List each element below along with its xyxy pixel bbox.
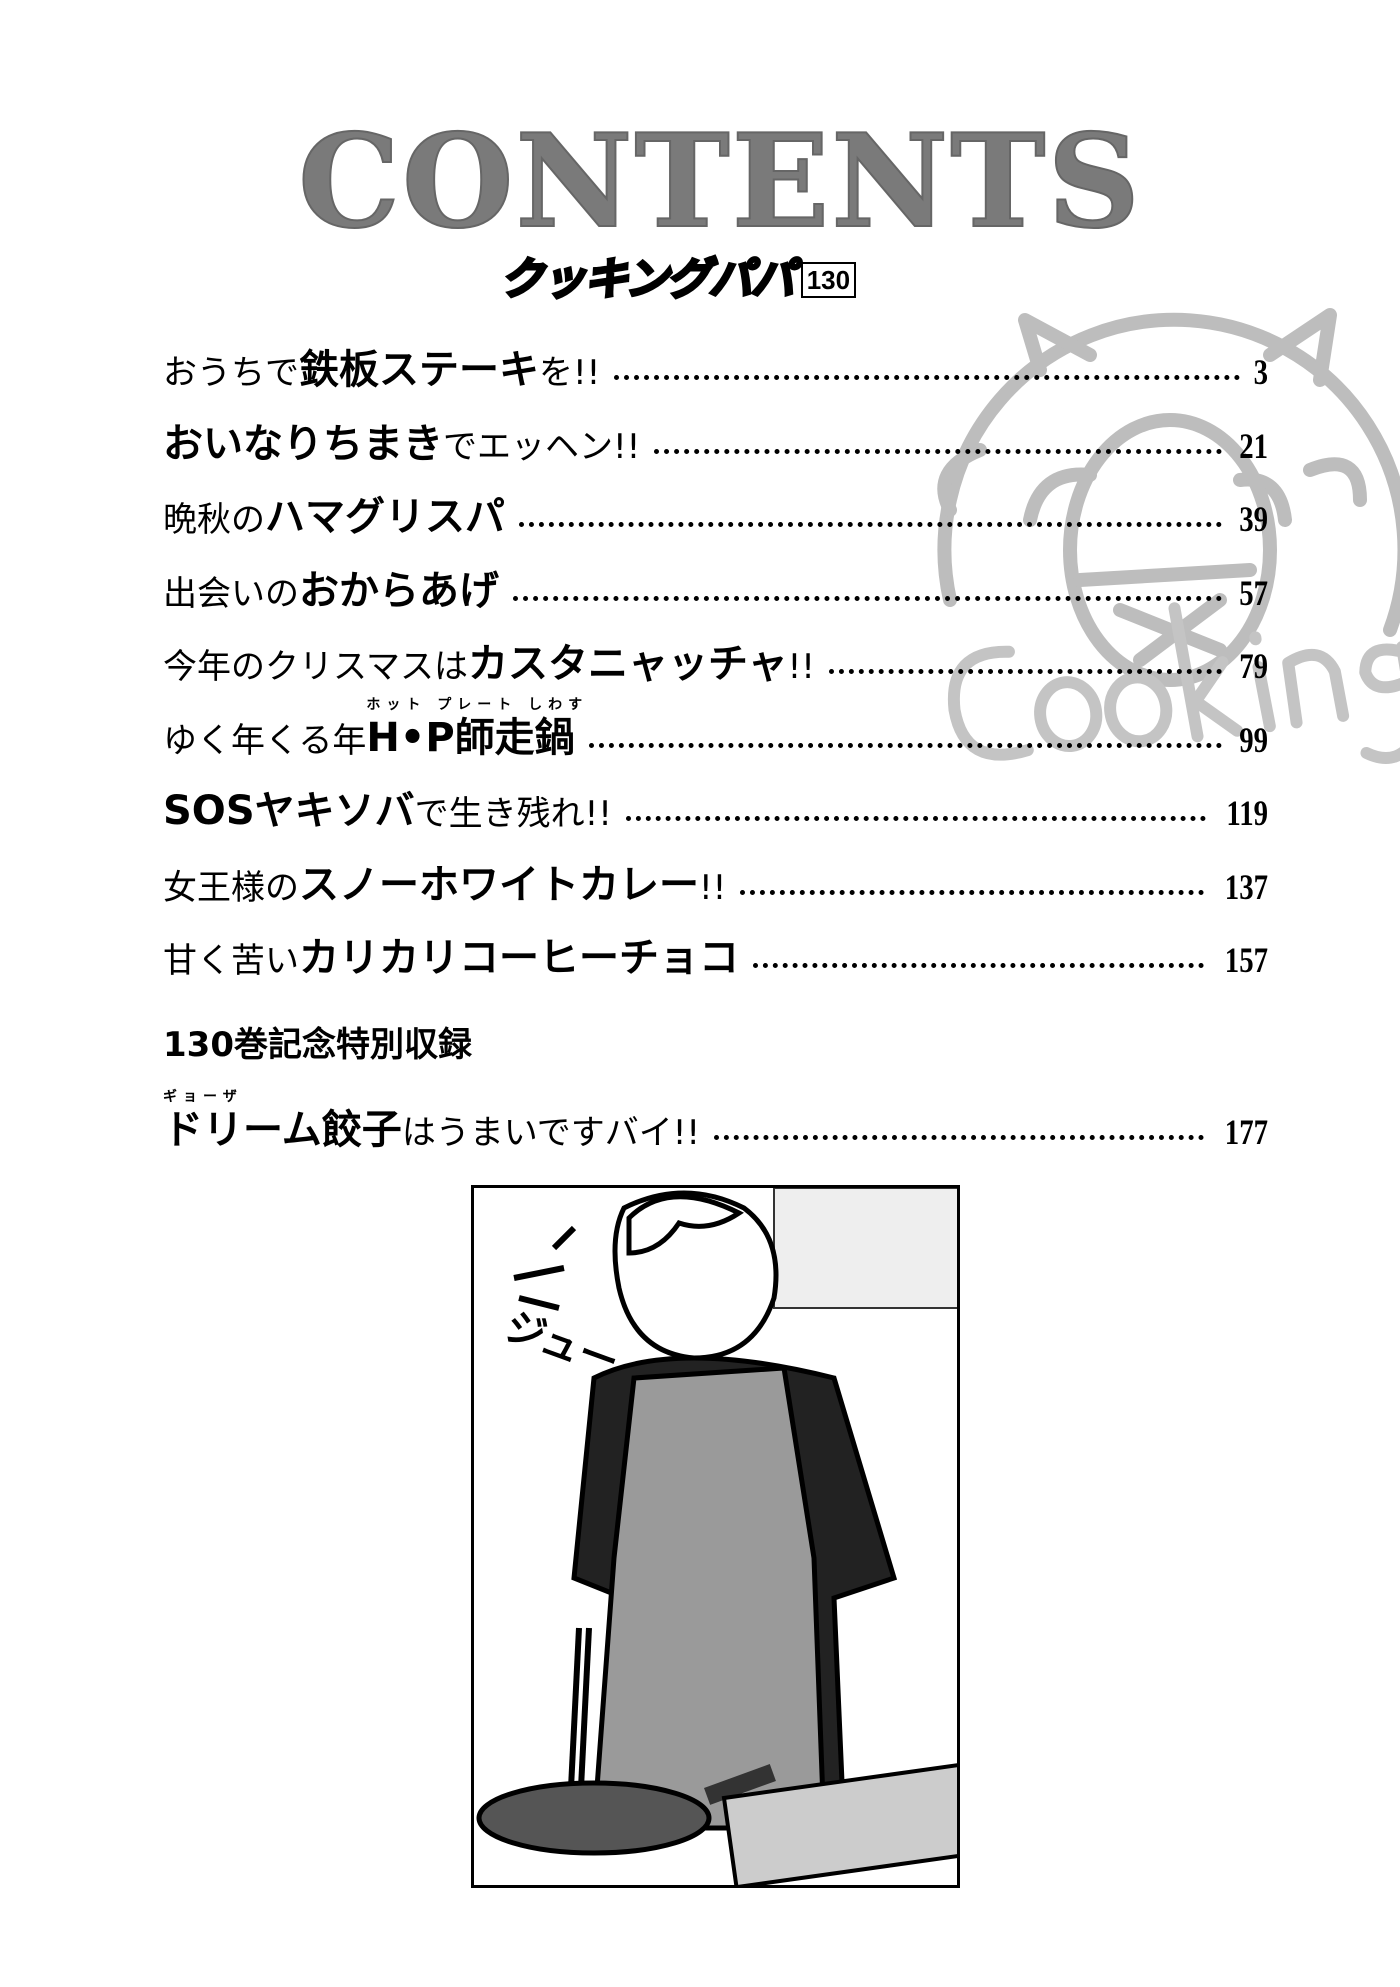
title-bold-segment: SOSヤキソバ — [163, 791, 415, 831]
toc-entry[interactable]: SOSヤキソバで生き残れ!! 119 — [163, 771, 1268, 831]
segment-text: おうちで — [163, 353, 299, 393]
segment-text: おいなりちまき — [163, 420, 443, 467]
furigana: ギョーザ — [163, 1089, 243, 1105]
entry-title: 晩秋のハマグリスパ — [163, 497, 505, 537]
title-segment: おうちで — [163, 356, 299, 390]
entry-title: SOSヤキソバで生き残れ!! — [163, 791, 612, 831]
entry-title: 女王様のスノーホワイトカレー!! — [163, 865, 726, 905]
title-bold-segment: ハマグリスパ — [265, 497, 505, 537]
title-segment: !! — [699, 871, 726, 905]
page-number: 99 — [1239, 719, 1268, 760]
dot-leader — [513, 595, 1222, 601]
dot-leader — [753, 963, 1204, 968]
toc-entry[interactable]: ドリーム餃子 ギョーザはうまいですバイ!! 177 — [163, 1090, 1268, 1150]
series-name: クッキングパパ — [499, 254, 797, 305]
title-segment: ゆく年くる年 — [163, 724, 366, 758]
page-number: 39 — [1239, 499, 1268, 539]
toc-entry[interactable]: ゆく年くる年 H•P師走鍋ホット プレート しわす 99 — [163, 698, 1268, 758]
page-number: 177 — [1224, 1112, 1268, 1152]
chef-illustration: ジュー — [476, 1188, 957, 1885]
toc-entry[interactable]: 今年のクリスマスはカスタニャッチャ!! 79 — [163, 624, 1268, 684]
segment-text: で生き残れ!! — [414, 794, 612, 834]
segment-text: でエッヘン!! — [443, 426, 641, 467]
entry-title: ゆく年くる年 H•P師走鍋ホット プレート しわす — [163, 698, 582, 761]
title-segment: 晩秋の — [163, 503, 265, 537]
title-bold-segment: スノーホワイトカレー — [299, 865, 699, 905]
page-number: 157 — [1224, 940, 1268, 980]
dot-leader — [588, 742, 1222, 748]
title-bold-segment: H•P師走鍋ホット プレート しわす — [366, 698, 582, 761]
title-bold-segment: カスタニャッチャ — [468, 644, 788, 684]
toc-entry[interactable]: 晩秋のハマグリスパ 39 — [163, 477, 1268, 537]
title-segment: !! — [788, 650, 815, 684]
title-segment: で生き残れ!! — [415, 797, 612, 831]
toc-entry[interactable]: おいなりちまきでエッヘン!! 21 — [163, 404, 1268, 464]
title-bold-segment: 鉄板ステーキ — [299, 350, 539, 390]
special-section-heading: 130巻記念特別収録 — [163, 1025, 472, 1065]
title-bold-segment: おからあげ — [299, 571, 499, 611]
segment-text: 出会いの — [163, 573, 299, 614]
page-number: 57 — [1239, 572, 1268, 613]
segment-text: ゆく年くる年 — [163, 720, 367, 761]
dot-leader — [614, 375, 1240, 380]
sizzle-sfx: ジュー — [499, 1303, 625, 1386]
segment-text: カスタニャッチャ — [467, 641, 788, 687]
title-segment: 出会いの — [163, 577, 299, 611]
segment-text: SOSヤキソバ — [163, 788, 415, 834]
segment-text: !! — [787, 647, 815, 687]
title-segment: でエッヘン!! — [443, 430, 640, 464]
entry-title: ドリーム餃子 ギョーザはうまいですバイ!! — [163, 1090, 700, 1153]
dot-leader — [519, 522, 1222, 527]
toc-entry[interactable]: 甘く苦いカリカリコーヒーチョコ 157 — [163, 918, 1268, 978]
page-number: 21 — [1239, 425, 1268, 466]
dot-leader — [740, 889, 1204, 895]
title-bold-segment: カリカリコーヒーチョコ — [299, 938, 739, 978]
segment-text: 女王様の — [163, 867, 299, 908]
segment-text: !! — [699, 867, 727, 908]
segment-text: 晩秋の — [163, 500, 265, 540]
segment-text: はうまいですバイ!! — [401, 1113, 701, 1153]
toc-entry[interactable]: おうちで鉄板ステーキを!! 3 — [163, 330, 1268, 390]
page-number: 119 — [1226, 793, 1268, 833]
toc-entry[interactable]: 女王様のスノーホワイトカレー!! 137 — [163, 845, 1268, 905]
entry-title: 今年のクリスマスはカスタニャッチャ!! — [163, 644, 815, 684]
dot-leader — [828, 669, 1222, 674]
segment-text: カリカリコーヒーチョコ — [299, 935, 739, 981]
volume-badge: 130 — [800, 261, 857, 299]
title-segment: はうまいですバイ!! — [402, 1116, 700, 1150]
dot-leader — [714, 1135, 1204, 1140]
chef-illustration-panel: ジュー — [471, 1185, 960, 1888]
segment-text: スノーホワイトカレー — [299, 861, 699, 908]
entry-title: 甘く苦いカリカリコーヒーチョコ — [163, 938, 739, 978]
title-segment: 女王様の — [163, 871, 299, 905]
entry-title: おいなりちまきでエッヘン!! — [163, 424, 640, 464]
segment-text: H•P師走鍋 — [366, 714, 575, 761]
title-bold-segment: おいなりちまき — [163, 424, 443, 464]
page-number: 79 — [1239, 646, 1268, 686]
title-bold-segment: ドリーム餃子 ギョーザ — [163, 1090, 402, 1153]
entry-title: おうちで鉄板ステーキを!! — [163, 350, 600, 390]
dot-leader — [625, 816, 1206, 821]
series-subtitle: クッキングパパ 130 — [499, 252, 857, 308]
segment-text: 今年のクリスマスは — [163, 647, 468, 687]
segment-text: を!! — [539, 353, 601, 393]
title-segment: 今年のクリスマスは — [163, 650, 468, 684]
contents-title: CONTENTS — [297, 107, 1142, 257]
toc-entry[interactable]: 出会いのおからあげ 57 — [163, 551, 1268, 611]
segment-text: ドリーム餃子 — [163, 1107, 402, 1153]
page-number: 3 — [1253, 352, 1268, 392]
title-segment: 甘く苦い — [163, 944, 299, 978]
segment-text: 甘く苦い — [163, 941, 299, 981]
title-segment: を!! — [539, 356, 600, 390]
entry-title: 出会いのおからあげ — [163, 571, 499, 611]
segment-text: ハマグリスパ — [265, 494, 505, 540]
furigana: ホット プレート しわす — [366, 696, 589, 713]
page-number: 137 — [1224, 866, 1268, 907]
segment-text: 鉄板ステーキ — [299, 347, 539, 393]
dot-leader — [654, 448, 1222, 454]
segment-text: おからあげ — [299, 567, 499, 614]
